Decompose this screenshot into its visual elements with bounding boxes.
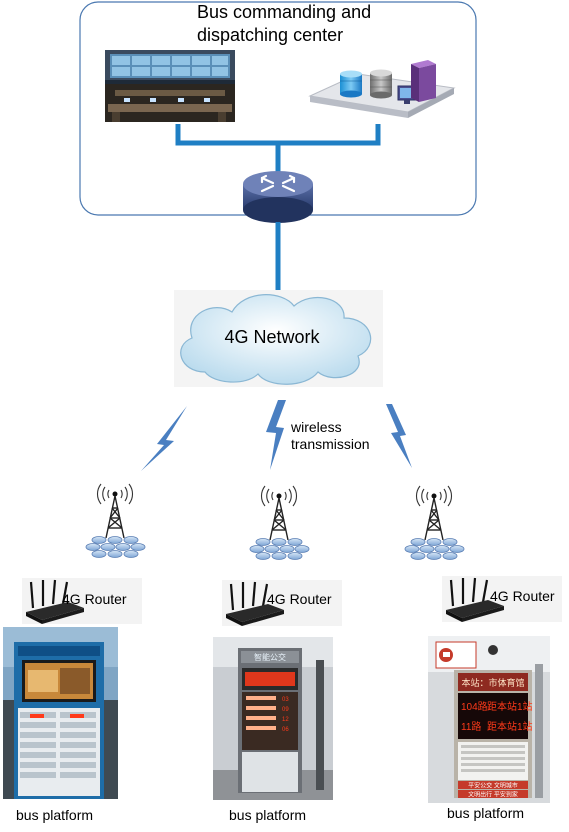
- cell-tower-left: [85, 483, 146, 558]
- lightning-bolt-icon-left: [141, 406, 187, 471]
- dispatch-center: Bus commanding and dispatching center: [79, 1, 477, 216]
- router-label-right: 4G Router: [490, 588, 555, 604]
- platform3-footer1: 平安公交 文明城市: [468, 782, 518, 790]
- lightning-bolt-icon-center: [266, 400, 286, 470]
- network-label: 4G Network: [224, 327, 320, 347]
- platform-label-left: bus platform: [16, 807, 93, 823]
- database-blue-icon: [340, 70, 362, 98]
- server-platform: [308, 60, 456, 118]
- platform3-sign-row2-text: 距本站1站: [487, 720, 533, 733]
- platform2-row1: 03: [282, 697, 289, 703]
- tower-base-cells: [85, 536, 146, 558]
- signal-waves-icon: [416, 485, 452, 507]
- tower-mast-icon: [269, 497, 289, 541]
- bus-platform-photo-left: [3, 627, 118, 799]
- cell-tower-right: [404, 485, 465, 560]
- platform-label-right: bus platform: [447, 805, 524, 821]
- platform2-row4: 06: [282, 727, 289, 733]
- bus-platform-photo-right: 本站：市体育馆 104路 距本站1站 11路 距本站1站 平安公交 文明城市 文…: [428, 636, 550, 803]
- platform3-sign-header: 本站：市体育馆: [461, 677, 524, 688]
- router-label-left: 4G Router: [62, 591, 127, 607]
- signal-waves-icon: [261, 485, 297, 507]
- tower-base-cells: [249, 538, 310, 560]
- signal-waves-icon: [97, 483, 133, 505]
- platform3-sign-row1-route: 104路: [461, 700, 488, 713]
- router-label-center: 4G Router: [267, 591, 332, 607]
- tower-mast-icon: [105, 495, 125, 539]
- server-tower-icon: [411, 60, 436, 102]
- router-device-right: 4G Router: [442, 576, 562, 622]
- platform3-footer2: 文明出行 平安到家: [468, 791, 518, 799]
- core-router-icon: [243, 171, 313, 223]
- database-gray-icon: [370, 69, 392, 99]
- platform3-sign-row1-text: 距本站1站: [487, 700, 533, 713]
- router-device-center: 4G Router: [222, 580, 342, 626]
- center-title-line1: Bus commanding and: [197, 2, 371, 22]
- bus-platform-photo-center: 智能公交 03 09 12 06: [213, 637, 333, 800]
- control-room-photo: [105, 50, 235, 122]
- antenna-icons: [449, 577, 489, 607]
- wireless-label-line1: wireless: [290, 419, 342, 435]
- antenna-icons: [29, 579, 69, 609]
- antenna-icons: [229, 581, 269, 611]
- platform2-row3: 12: [282, 717, 289, 723]
- center-links: [175, 124, 381, 172]
- tower-base-cells: [404, 538, 465, 560]
- lightning-bolt-icon-right: [386, 404, 412, 468]
- network-cloud: 4G Network: [174, 290, 383, 387]
- platform2-row2: 09: [282, 707, 289, 713]
- router-device-left: 4G Router: [22, 578, 142, 624]
- wireless-links: [141, 400, 412, 471]
- cell-tower-center: [249, 485, 310, 560]
- platform-label-center: bus platform: [229, 807, 306, 823]
- center-title-line2: dispatching center: [197, 25, 343, 45]
- platform3-sign-row2-route: 11路: [461, 720, 481, 733]
- tower-mast-icon: [424, 497, 444, 541]
- platform2-sign-header: 智能公交: [254, 652, 286, 662]
- wireless-label-line2: transmission: [291, 436, 370, 452]
